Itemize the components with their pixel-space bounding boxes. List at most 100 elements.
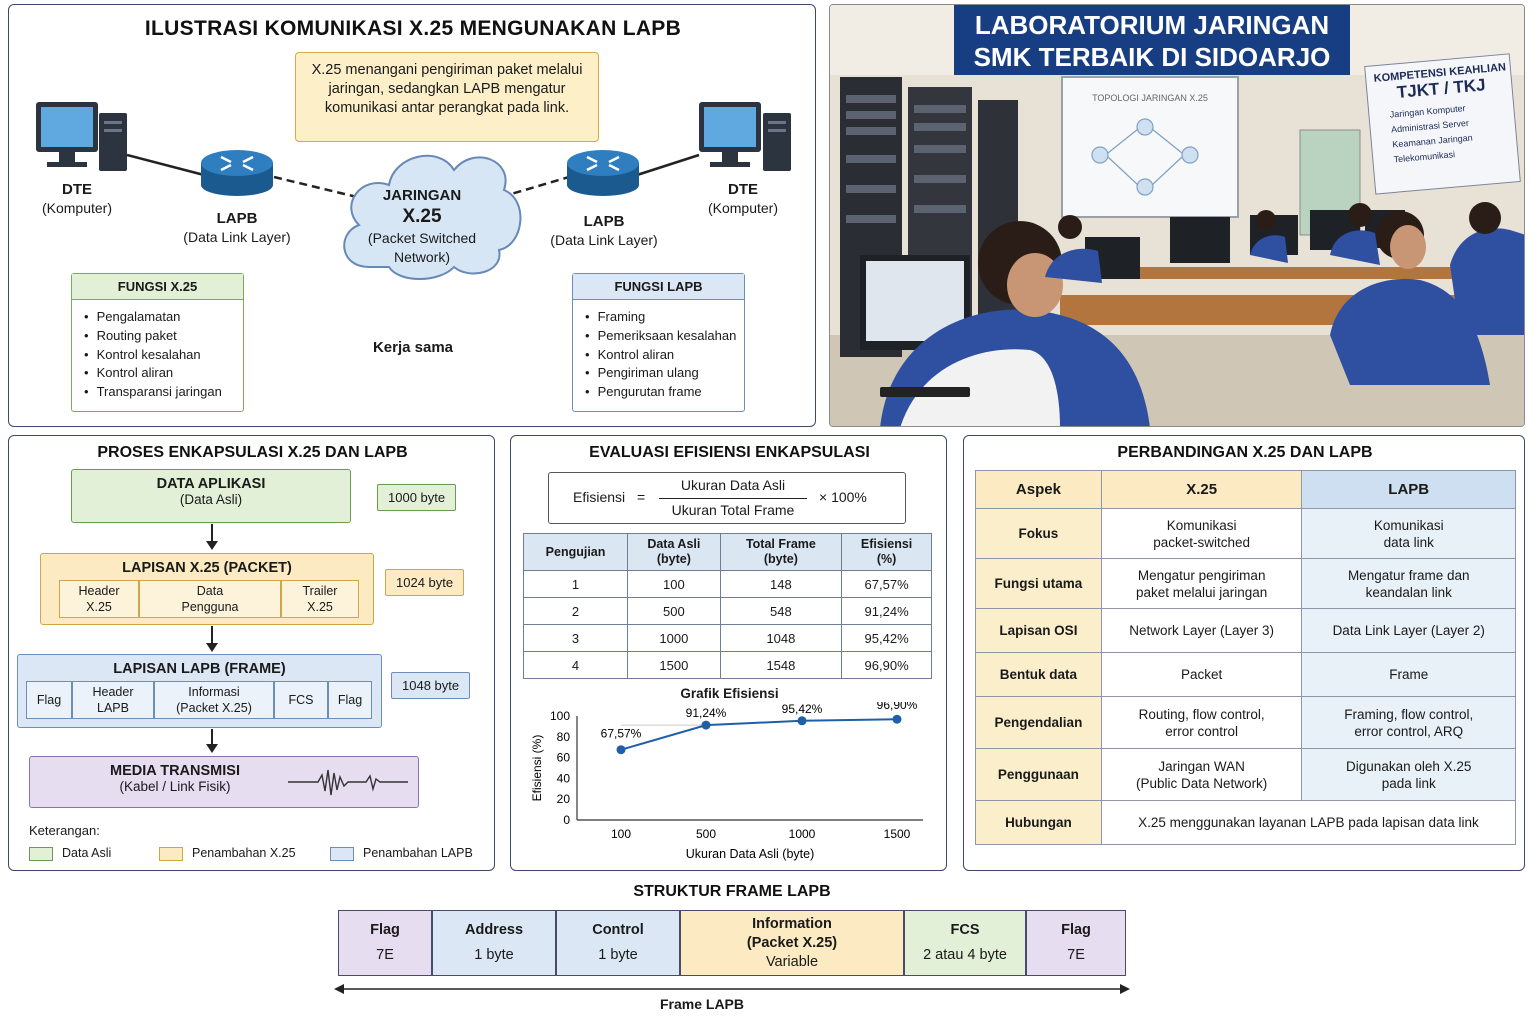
note-box: X.25 menangani pengiriman paket melalui … — [295, 52, 599, 142]
x-tick-label: 1500 — [884, 827, 911, 841]
lab-photo: LABORATORIUM JARINGAN SMK TERBAIK DI SID… — [829, 4, 1525, 427]
panel-title: EVALUASI EFISIENSI ENKAPSULASI — [589, 444, 870, 461]
computer-left-icon — [36, 102, 127, 171]
series-line — [620, 718, 898, 751]
kerja-sama-label: Kerja sama — [372, 339, 454, 356]
x25-illustration-panel: ILUSTRASI KOMUNIKASI X.25 MENGUNAKAN LAP… — [8, 4, 816, 427]
lapb-left-label: LAPB(Data Link Layer) — [183, 210, 291, 245]
fungsi-x25-item: Routing paket — [84, 327, 233, 346]
data-app-block: DATA APLIKASI (Data Asli) — [71, 469, 351, 523]
fungsi-x25-item: Kontrol kesalahan — [84, 346, 233, 365]
legend-x25: Penambahan X.25 — [192, 846, 296, 860]
legend-title: Keterangan: — [29, 823, 100, 838]
size-1000: 1000 byte — [377, 484, 457, 511]
fungsi-lapb-box: FUNGSI LAPB FramingPemeriksaan kesalahan… — [572, 273, 745, 412]
y-tick-label: 100 — [550, 709, 570, 723]
table-header: Data Asli(byte) — [627, 533, 721, 571]
lab-scene-illustration — [830, 5, 1524, 426]
cloud-icon — [343, 154, 522, 280]
fungsi-x25-item: Transparansi jaringan — [84, 383, 233, 402]
frame-lapb-label: Frame LAPB — [659, 996, 745, 1012]
fungsi-x25-box: FUNGSI X.25 PengalamatanRouting paketKon… — [71, 273, 244, 412]
table-header: Pengujian — [522, 533, 629, 571]
lapb-cell: Flag — [328, 681, 372, 719]
data-label: 96,90% — [877, 702, 918, 712]
y-tick-label: 80 — [557, 730, 571, 744]
data-point — [616, 745, 626, 755]
lab-banner: LABORATORIUM JARINGAN SMK TERBAIK DI SID… — [954, 5, 1350, 75]
banner-line-2: SMK TERBAIK DI SIDOARJO — [973, 42, 1331, 72]
cloud-label: JARINGAN X.25 (Packet Switched Network) — [367, 187, 477, 265]
efficiency-panel: EVALUASI EFISIENSI ENKAPSULASI Efisiensi… — [510, 435, 947, 871]
fungsi-lapb-item: Framing — [585, 308, 734, 327]
panel-title: PROSES ENKAPSULASI X.25 DAN LAPB — [97, 444, 408, 461]
data-label: 95,42% — [782, 702, 823, 716]
y-tick-label: 60 — [557, 751, 571, 765]
data-label: 67,57% — [601, 727, 642, 741]
fungsi-lapb-item: Pengurutan frame — [585, 383, 734, 402]
signal-wave-icon — [288, 769, 408, 796]
competency-sign: KOMPETENSI KEAHLIAN TJKT / TKJ Jaringan … — [1372, 61, 1515, 168]
table-header: Efisiensi(%) — [841, 533, 932, 571]
lapb-cell: Flag — [26, 681, 72, 719]
panel-title: PERBANDINGAN X.25 DAN LAPB — [1117, 444, 1373, 461]
y-tick-label: 0 — [563, 813, 570, 827]
y-axis-label: Efisiensi (%) — [530, 735, 544, 802]
size-1024: 1024 byte — [385, 569, 465, 596]
note-text: X.25 menangani pengiriman paket melalui … — [311, 62, 583, 116]
lapb-cell: Informasi(Packet X.25) — [154, 681, 274, 719]
encapsulation-panel: PROSES ENKAPSULASI X.25 DAN LAPB DATA AP… — [8, 435, 495, 871]
legend-data-asli: Data Asli — [62, 846, 112, 860]
x-tick-label: 100 — [611, 827, 631, 841]
efficiency-chart: 0 20 40 60 80 100 67,57% 91,24% 95,42% 96,90% 100 5… — [530, 702, 923, 861]
lapb-right-label: LAPB(Data Link Layer) — [550, 213, 658, 248]
x-tick-label: 1000 — [789, 827, 816, 841]
banner-line-1: LABORATORIUM JARINGAN — [974, 10, 1330, 40]
x-tick-label: 500 — [696, 827, 716, 841]
network-diagram — [36, 102, 791, 280]
size-1048: 1048 byte — [391, 672, 471, 699]
y-tick-label: 40 — [557, 771, 571, 785]
x-axis-label: Ukuran Data Asli (byte) — [686, 847, 815, 861]
router-left-icon — [201, 150, 273, 196]
y-tick-label: 20 — [557, 792, 571, 806]
screen-title: TOPOLOGI JARINGAN X.25 — [1092, 93, 1208, 103]
legend: Data Asli Penambahan X.25 Penambahan LAP… — [29, 846, 489, 864]
computer-right-icon — [699, 102, 791, 171]
data-point — [701, 720, 711, 730]
legend-lapb: Penambahan LAPB — [363, 846, 473, 860]
media-block: MEDIA TRANSMISI (Kabel / Link Fisik) — [29, 756, 419, 808]
frame-field: Information(Packet X.25)Variable — [680, 910, 904, 976]
frame-structure-title: STRUKTUR FRAME LAPB — [633, 883, 831, 900]
fungsi-x25-item: Pengalamatan — [84, 308, 233, 327]
frame-length-arrow — [334, 984, 1130, 994]
dte-right-label: DTE(Komputer) — [707, 181, 779, 216]
fungsi-lapb-item: Kontrol aliran — [585, 346, 734, 365]
data-label: 91,24% — [686, 706, 727, 720]
table-header: X.25 — [1100, 470, 1303, 509]
formula-box: Efisiensi = Ukuran Data Asli Ukuran Tota… — [548, 472, 906, 524]
